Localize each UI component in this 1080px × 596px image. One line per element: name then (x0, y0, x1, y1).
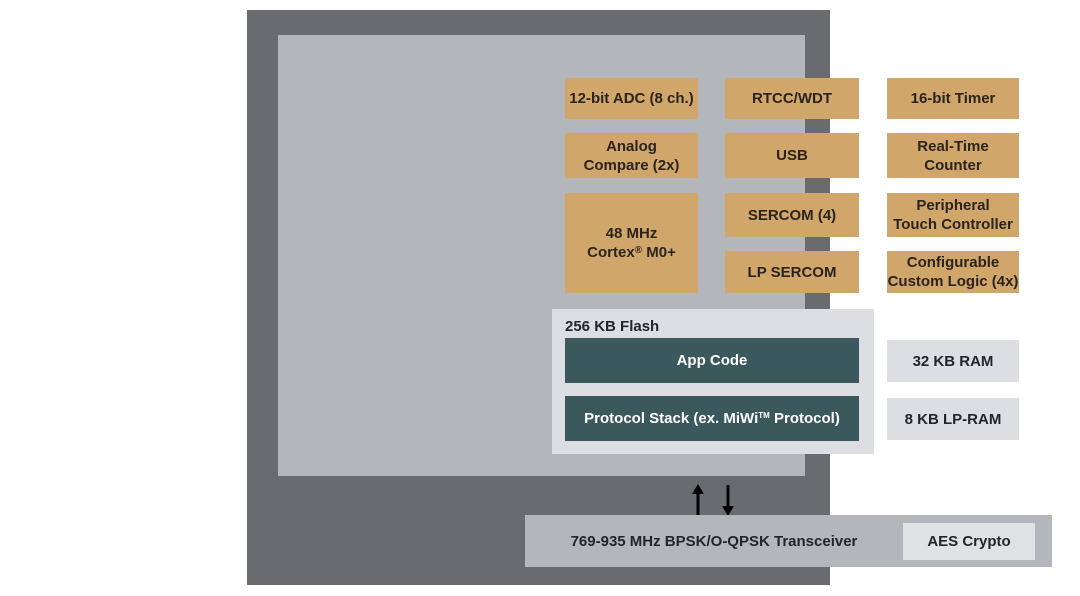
block-16bit-timer: 16-bit Timer (887, 78, 1019, 119)
block-lp-sercom-label: LP SERCOM (747, 263, 837, 281)
block-configurable-custom-logic: Configurable Custom Logic (4x) (887, 251, 1019, 293)
block-usb-label: USB (776, 147, 808, 164)
protocol-stack-post: Protocol) (769, 410, 840, 427)
block-protocol-stack-label: Protocol Stack (ex. MiWiTM Protocol) (584, 409, 840, 428)
block-12bit-adc: 12-bit ADC (8 ch.) (565, 78, 698, 119)
cortex-suffix: M0+ (642, 244, 676, 261)
up-arrow-icon (692, 484, 704, 515)
block-lp-sercom: LP SERCOM (725, 251, 859, 293)
block-real-time-counter-label: Real-Time Counter (917, 137, 989, 174)
block-real-time-counter: Real-Time Counter (887, 133, 1019, 178)
cortex-name: Cortex (587, 244, 635, 261)
block-8kb-lp-ram: 8 KB LP-RAM (887, 398, 1019, 440)
block-ccl-label: Configurable Custom Logic (4x) (887, 254, 1019, 290)
block-rtcc-wdt: RTCC/WDT (725, 78, 859, 119)
block-protocol-stack: Protocol Stack (ex. MiWiTM Protocol) (565, 396, 859, 441)
block-sercom-label: SERCOM (4) (747, 206, 837, 224)
block-aes-crypto-label: AES Crypto (927, 532, 1011, 550)
block-app-code: App Code (565, 338, 859, 383)
block-32kb-ram: 32 KB RAM (887, 340, 1019, 382)
block-cortex-m0plus-label: 48 MHz Cortex® M0+ (587, 224, 676, 262)
block-16bit-timer-label: 16-bit Timer (910, 90, 996, 107)
chip-outer-frame: 12-bit ADC (8 ch.) RTCC/WDT 16-bit Timer… (247, 10, 1052, 585)
cortex-line1: 48 MHz (605, 225, 658, 242)
block-12bit-adc-label: 12-bit ADC (8 ch.) (569, 90, 694, 107)
block-sercom: SERCOM (4) (725, 193, 859, 237)
block-app-code-label: App Code (676, 352, 748, 369)
bus-arrows (692, 484, 734, 516)
block-8kb-lp-ram-label: 8 KB LP-RAM (904, 410, 1002, 428)
block-32kb-ram-label: 32 KB RAM (912, 352, 994, 370)
flash-memory-box: 256 KB Flash App Code Protocol Stack (ex… (552, 309, 874, 454)
trademark-mark: TM (758, 411, 770, 420)
block-cortex-m0plus: 48 MHz Cortex® M0+ (565, 193, 698, 293)
block-peripheral-touch-controller: Peripheral Touch Controller (887, 193, 1019, 237)
block-ptc-label: Peripheral Touch Controller (893, 197, 1013, 233)
block-analog-compare-label: Analog Compare (2x) (583, 137, 680, 174)
block-usb: USB (725, 133, 859, 178)
protocol-stack-pre: Protocol Stack (ex. MiWi (584, 410, 759, 427)
transceiver-bar: 769-935 MHz BPSK/O-QPSK Transceiver AES … (525, 515, 1052, 567)
block-analog-compare: Analog Compare (2x) (565, 133, 698, 178)
down-arrow-icon (722, 485, 734, 516)
transceiver-label: 769-935 MHz BPSK/O-QPSK Transceiver (570, 532, 858, 550)
block-aes-crypto: AES Crypto (903, 522, 1035, 560)
flash-memory-label: 256 KB Flash (565, 318, 660, 335)
block-rtcc-wdt-label: RTCC/WDT (752, 90, 832, 107)
registered-mark: ® (634, 245, 643, 256)
